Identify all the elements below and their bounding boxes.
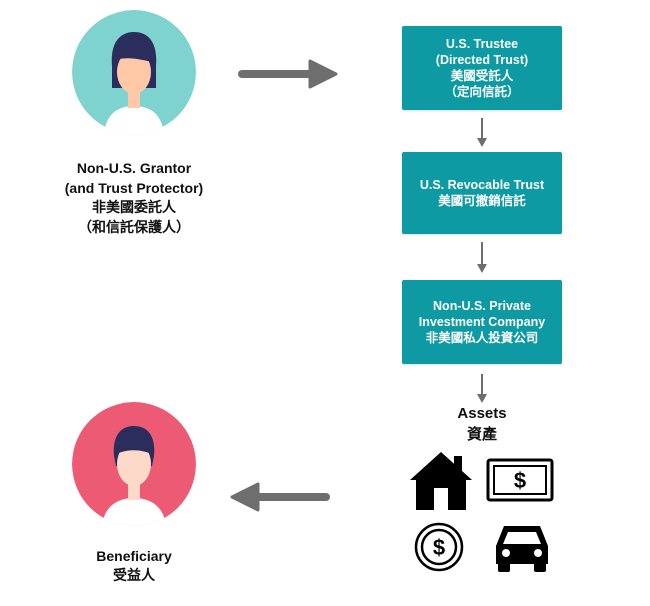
- house-icon: [410, 452, 472, 510]
- dollar-coin-icon: $: [414, 522, 464, 572]
- grantor-line-2: (and Trust Protector): [64, 180, 204, 196]
- assets-caption: Assets 資產: [432, 404, 532, 444]
- grantor-line-4: （和信託保護人）: [78, 220, 190, 236]
- grantor-caption: Non-U.S. Grantor (and Trust Protector) 非…: [40, 158, 228, 238]
- company-line-3: 非美國私人投資公司: [425, 330, 539, 345]
- banknote-symbol: $: [514, 468, 526, 493]
- grantor-line-3: 非美國委託人: [92, 200, 176, 216]
- person-icon: [72, 402, 196, 526]
- company-line-1: Non-U.S. Private: [433, 299, 531, 313]
- beneficiary-line-1: Beneficiary: [96, 548, 172, 564]
- car-icon: [496, 526, 548, 572]
- arrow-down-icon: [477, 118, 487, 147]
- assets-line-1: Assets: [457, 405, 507, 422]
- beneficiary-caption: Beneficiary 受益人: [60, 546, 208, 586]
- beneficiary-line-2: 受益人: [113, 568, 155, 584]
- beneficiary-avatar: [72, 402, 196, 526]
- trustee-line-4: （定向信託）: [444, 84, 520, 99]
- revocable-trust-box: U.S. Revocable Trust 美國可撤銷信託: [402, 152, 562, 234]
- arrow-down-icon: [477, 374, 487, 403]
- revocable-line-2: 美國可撤銷信託: [438, 193, 526, 208]
- grantor-avatar: [72, 10, 196, 134]
- arrow-right-icon: [238, 59, 338, 89]
- banknote-icon: $: [486, 458, 554, 502]
- arrow-left-icon: [230, 482, 330, 512]
- assets-line-2: 資產: [466, 425, 497, 443]
- trustee-line-2: (Directed Trust): [435, 53, 529, 67]
- coin-symbol: $: [433, 535, 445, 560]
- trustee-line-3: 美國受託人: [450, 68, 514, 83]
- arrow-down-icon: [477, 242, 487, 273]
- investment-company-box: Non-U.S. Private Investment Company 非美國私…: [402, 280, 562, 364]
- person-icon: [72, 10, 196, 134]
- revocable-line-1: U.S. Revocable Trust: [419, 178, 545, 192]
- us-trustee-box: U.S. Trustee (Directed Trust) 美國受託人 （定向信…: [402, 26, 562, 110]
- grantor-line-1: Non-U.S. Grantor: [76, 160, 192, 176]
- company-line-2: Investment Company: [418, 315, 546, 329]
- trustee-line-1: U.S. Trustee: [445, 37, 519, 51]
